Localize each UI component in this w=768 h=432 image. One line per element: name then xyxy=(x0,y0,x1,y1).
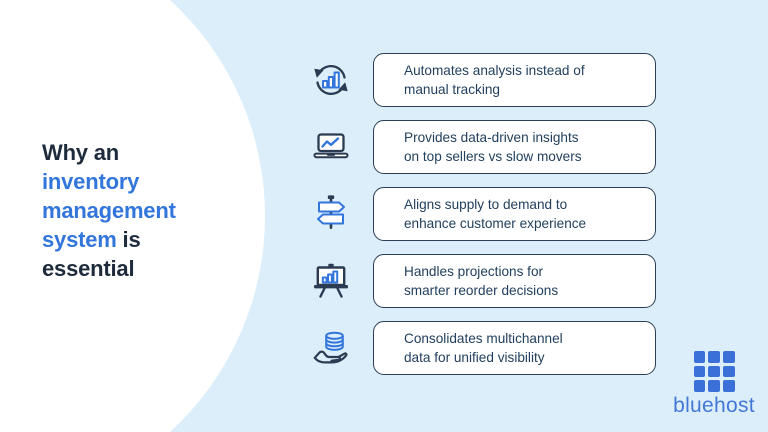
feature-text: Automates analysis instead of xyxy=(404,63,585,78)
feature-text: smarter reorder decisions xyxy=(404,283,559,298)
bluehost-grid-icon xyxy=(693,351,735,392)
feature-text: on top sellers vs slow movers xyxy=(404,149,582,164)
feature-card: Aligns supply to demand to enhance custo… xyxy=(373,187,656,241)
bluehost-logo: bluehost xyxy=(663,351,765,417)
title-line: essential xyxy=(42,254,272,283)
feature-row-alignment: Aligns supply to demand to enhance custo… xyxy=(308,187,656,241)
title-line: system is xyxy=(42,225,272,254)
feature-row-insights: Provides data-driven insights on top sel… xyxy=(308,120,656,174)
title-segment: is xyxy=(122,227,141,252)
signpost-icon xyxy=(308,187,354,241)
page-title: Why an inventory management system is es… xyxy=(42,138,272,283)
feature-text: enhance customer experience xyxy=(404,216,587,231)
feature-text: Aligns supply to demand to xyxy=(404,197,568,212)
title-segment-accent: management xyxy=(42,198,176,223)
feature-card: Provides data-driven insights on top sel… xyxy=(373,120,656,174)
title-line: management xyxy=(42,196,272,225)
title-segment-accent: system xyxy=(42,227,123,252)
feature-text: Handles projections for xyxy=(404,264,544,279)
bluehost-wordmark: bluehost xyxy=(673,394,755,417)
title-segment: Why an xyxy=(42,140,120,165)
feature-list: Automates analysis instead of manual tra… xyxy=(308,53,656,388)
laptop-trend-chart-icon xyxy=(308,120,354,174)
feature-card: Automates analysis instead of manual tra… xyxy=(373,53,656,107)
feature-text: manual tracking xyxy=(404,82,500,97)
feature-text: Provides data-driven insights xyxy=(404,130,579,145)
title-line: Why an xyxy=(42,138,272,167)
feature-row-consolidation: Consolidates multichannel data for unifi… xyxy=(308,321,656,375)
feature-row-projections: Handles projections for smarter reorder … xyxy=(308,254,656,308)
easel-bar-chart-icon xyxy=(308,254,354,308)
title-segment-accent: inventory xyxy=(42,169,140,194)
feature-text: data for unified visibility xyxy=(404,350,545,365)
background-circle xyxy=(0,0,265,432)
feature-row-automation: Automates analysis instead of manual tra… xyxy=(308,53,656,107)
hand-database-icon xyxy=(308,321,354,375)
title-segment: essential xyxy=(42,256,135,281)
feature-card: Consolidates multichannel data for unifi… xyxy=(373,321,656,375)
title-line: inventory xyxy=(42,167,272,196)
feature-text: Consolidates multichannel xyxy=(404,331,563,346)
sync-bar-chart-icon xyxy=(308,53,354,107)
feature-card: Handles projections for smarter reorder … xyxy=(373,254,656,308)
